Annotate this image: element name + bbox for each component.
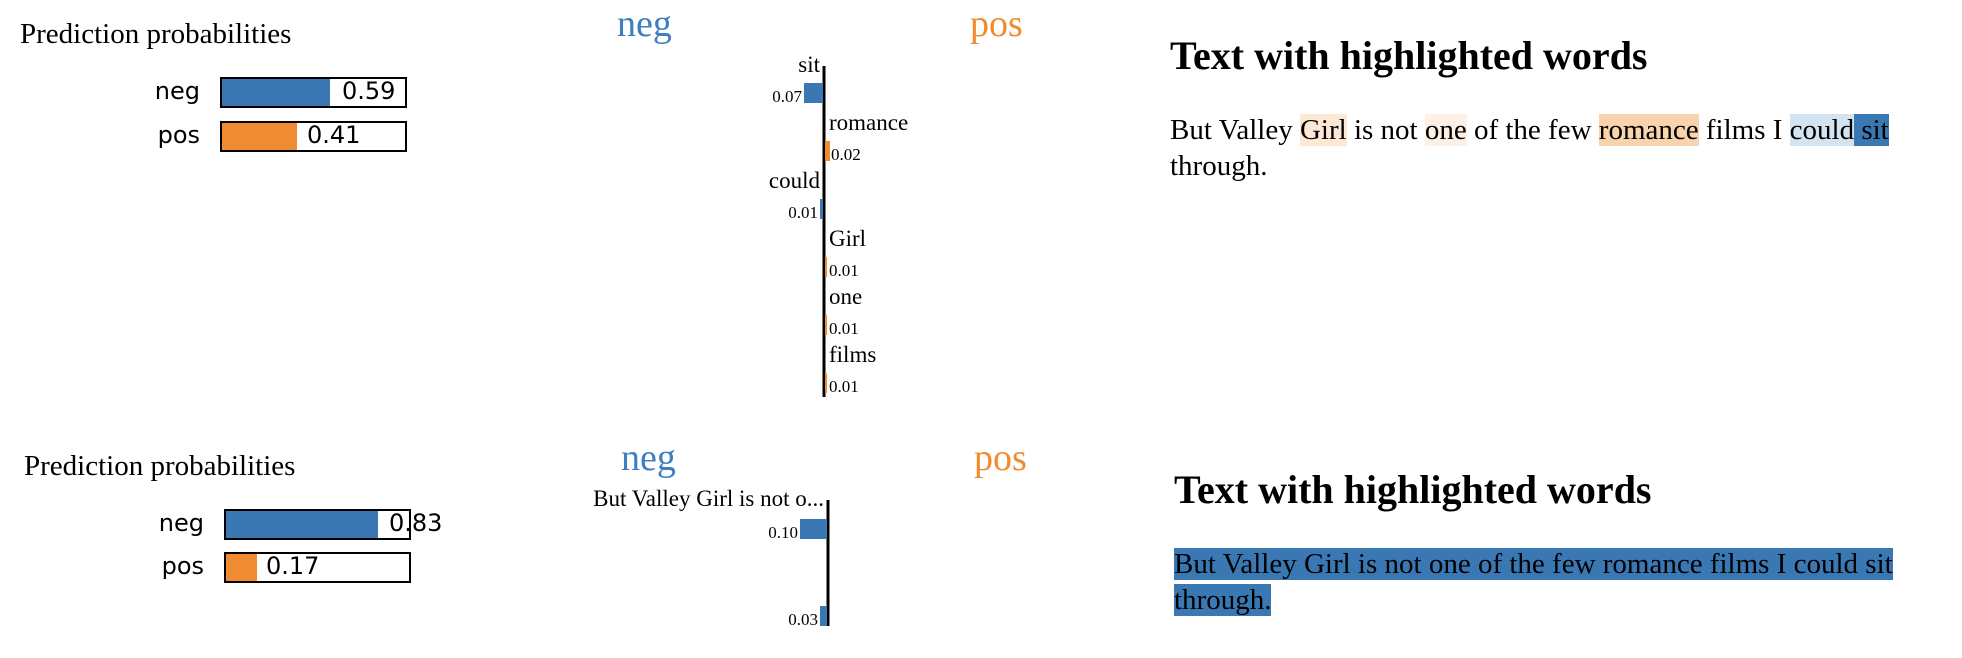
prob-label-neg: neg	[154, 77, 200, 105]
text-token: But Valley	[1170, 114, 1300, 146]
feature-bar	[825, 315, 827, 335]
text-token: through.	[1170, 150, 1268, 182]
prob-bar-pos: 0.17	[224, 552, 411, 583]
feature-bar	[825, 141, 830, 161]
feature-weight: 0.10	[768, 523, 798, 542]
prediction-probabilities-title: Prediction probabilities	[20, 18, 292, 50]
class-title-neg: neg	[621, 437, 676, 479]
prob-value-pos: 0.41	[307, 121, 361, 149]
feature-word: Girl	[829, 226, 866, 251]
prob-value-neg: 0.59	[342, 77, 396, 105]
text-token: of the few	[1466, 114, 1599, 146]
class-title-pos: pos	[974, 437, 1027, 479]
highlighted-text-title: Text with highlighted words	[1174, 467, 1652, 512]
feature-weight: 0.01	[829, 261, 859, 280]
feature-weight: 0.01	[829, 377, 859, 396]
highlighted-text-title: Text with highlighted words	[1170, 33, 1648, 78]
text-token-highlight: Girl	[1299, 114, 1347, 146]
prediction-probabilities-title: Prediction probabilities	[24, 450, 296, 482]
prob-label-neg: neg	[158, 509, 204, 537]
prob-label-pos: pos	[161, 552, 204, 580]
text-token-highlight: romance	[1598, 114, 1699, 146]
text-token: is not	[1346, 114, 1425, 146]
prob-bar-pos: 0.41	[220, 121, 407, 152]
feature-bar	[800, 519, 827, 539]
prob-value-pos: 0.17	[266, 552, 320, 580]
feature-weights-chart-1: sit 0.07 romance 0.02 could 0.01 Girl 0.…	[769, 52, 908, 397]
feature-weights-chart-2: But Valley Girl is not o... 0.10 0.03	[593, 486, 830, 629]
prob-value-neg: 0.83	[389, 509, 443, 537]
text-token-highlight: could	[1789, 114, 1855, 146]
feature-word: romance	[829, 110, 908, 135]
feature-bar	[804, 83, 823, 103]
text-token-highlight: sit	[1861, 114, 1889, 146]
explanation-panel-1: Prediction probabilities neg 0.59 pos 0.…	[20, 3, 1930, 397]
prob-bar-neg: 0.83	[224, 509, 442, 540]
feature-weight: 0.01	[788, 203, 818, 222]
feature-weight: 0.01	[829, 319, 859, 338]
feature-word: one	[829, 284, 862, 309]
feature-word: could	[769, 168, 821, 193]
text-token: films I	[1698, 114, 1790, 146]
class-title-pos: pos	[970, 3, 1023, 45]
prob-bar-fill-neg	[222, 79, 330, 106]
feature-weight: 0.02	[831, 145, 861, 164]
feature-word: films	[829, 342, 876, 367]
feature-weight: 0.07	[772, 87, 802, 106]
feature-weight: 0.03	[788, 610, 818, 629]
text-token-highlight: But Valley Girl is not one of the few ro…	[1174, 548, 1893, 616]
feature-bar	[820, 606, 827, 626]
highlighted-text-body: But Valley Girl is not one of the few ro…	[1174, 546, 1934, 618]
prob-bar-fill-pos	[222, 123, 298, 150]
prob-bar-fill-pos	[226, 554, 258, 581]
text-token-highlight	[1854, 114, 1862, 146]
explanation-panel-2: Prediction probabilities neg 0.83 pos 0.…	[0, 329, 1962, 658]
text-token-highlight: one	[1424, 114, 1467, 146]
prob-bar-fill-neg	[226, 511, 378, 538]
highlighted-text-body: But Valley Girl is not one of the few ro…	[1170, 112, 1930, 184]
feature-bar	[825, 257, 827, 277]
feature-bar	[825, 373, 827, 393]
prob-bar-neg: 0.59	[220, 77, 407, 108]
feature-bar	[820, 199, 823, 219]
class-title-neg: neg	[617, 3, 672, 45]
feature-word: But Valley Girl is not o...	[593, 486, 824, 511]
feature-word: sit	[798, 52, 820, 77]
prob-label-pos: pos	[157, 121, 200, 149]
